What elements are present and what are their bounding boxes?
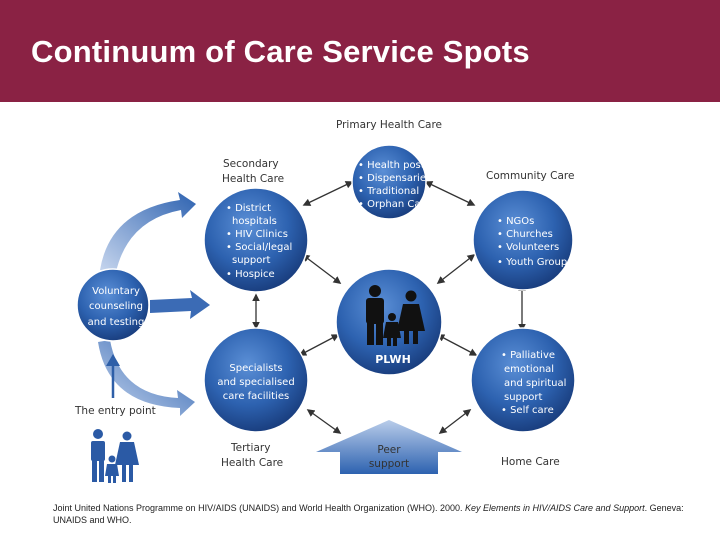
primary-item: • Dispensaries <box>358 173 431 184</box>
home-care-label: Home Care <box>501 456 560 468</box>
primary-care-circle <box>351 144 427 220</box>
home-item: support <box>504 392 542 403</box>
straight-arrow-right <box>150 290 210 319</box>
vct-circle <box>76 268 150 342</box>
tertiary-label-1: Tertiary <box>230 442 270 454</box>
connector-arrow <box>424 181 476 206</box>
connector-arrow <box>436 254 476 284</box>
home-circle-text: • Palliative emotional and spiritual sup… <box>501 350 566 416</box>
curved-arrow-down <box>98 340 195 416</box>
home-item: and spiritual <box>504 378 566 389</box>
peer-label-2: support <box>369 458 409 470</box>
secondary-item: • District <box>226 203 271 214</box>
citation-text: Joint United Nations Programme on HIV/AI… <box>53 503 465 513</box>
home-care-circle <box>470 327 576 433</box>
secondary-care-circle <box>203 187 309 293</box>
connector-arrow <box>301 254 342 284</box>
secondary-item: • Hospice <box>226 269 275 280</box>
primary-health-care-label: Primary Health Care <box>336 119 442 131</box>
primary-circle-text: • Health posts • Dispensaries • Traditio… <box>358 160 431 210</box>
home-item: • Palliative <box>501 350 555 361</box>
tertiary-circle-text: Specialists and specialised care facilit… <box>217 363 294 402</box>
connector-arrow <box>298 334 340 356</box>
tertiary-label-2: Health Care <box>221 457 283 469</box>
connector-arrow <box>436 334 478 356</box>
vct-arrows <box>98 192 210 416</box>
secondary-item: • Social/legal <box>226 242 292 253</box>
secondary-circle-text: • District hospitals • HIV Clinics • Soc… <box>226 203 292 280</box>
entry-arrow-head <box>106 354 120 366</box>
peer-support-arrow <box>316 420 462 474</box>
plwh-label: PLWH <box>375 353 411 366</box>
primary-item: • Orphan Care <box>358 199 431 210</box>
community-item: • Churches <box>497 229 553 240</box>
primary-item: • Health posts <box>358 160 430 171</box>
entry-family-icon <box>91 429 139 483</box>
secondary-label-2: Health Care <box>222 173 284 185</box>
entry-point-label: The entry point <box>74 405 156 417</box>
connector-arrows <box>252 181 526 434</box>
connector-arrow <box>438 409 472 434</box>
vct-item: and testing <box>88 317 145 328</box>
vct-item: Voluntary <box>92 286 140 297</box>
secondary-label-1: Secondary <box>223 158 279 170</box>
community-item: • Volunteers <box>497 242 559 253</box>
vct-item: counseling <box>89 301 143 312</box>
family-icon <box>366 285 425 346</box>
community-circle-text: • NGOs • Churches • Volunteers • Youth G… <box>497 216 572 268</box>
connector-arrow <box>302 181 354 206</box>
connector-arrow <box>306 409 342 434</box>
community-care-label: Community Care <box>486 170 574 182</box>
page-title: Continuum of Care Service Spots <box>31 34 530 69</box>
citation: Joint United Nations Programme on HIV/AI… <box>53 502 693 526</box>
vct-circle-text: Voluntary counseling and testing <box>88 286 145 328</box>
community-care-circle <box>472 189 574 291</box>
secondary-item: support <box>232 255 270 266</box>
community-item: • NGOs <box>497 216 534 227</box>
header-bar: Continuum of Care Service Spots <box>0 0 720 102</box>
tertiary-item: care facilities <box>223 391 289 402</box>
home-item: emotional <box>504 364 554 375</box>
secondary-item: • HIV Clinics <box>226 229 288 240</box>
peer-label-1: Peer <box>377 444 401 456</box>
curved-arrow-up <box>100 192 196 272</box>
secondary-item: hospitals <box>232 216 277 227</box>
tertiary-item: and specialised <box>217 377 294 388</box>
citation-title: Key Elements in HIV/AIDS Care and Suppor… <box>465 503 645 513</box>
primary-item: • Traditional <box>358 186 419 197</box>
tertiary-care-circle <box>203 327 309 433</box>
tertiary-item: Specialists <box>229 363 282 374</box>
citation-publisher: . Geneva: UNAIDS and WHO. <box>53 503 684 525</box>
home-item: • Self care <box>501 405 554 416</box>
community-item: • Youth Groups <box>497 257 572 268</box>
